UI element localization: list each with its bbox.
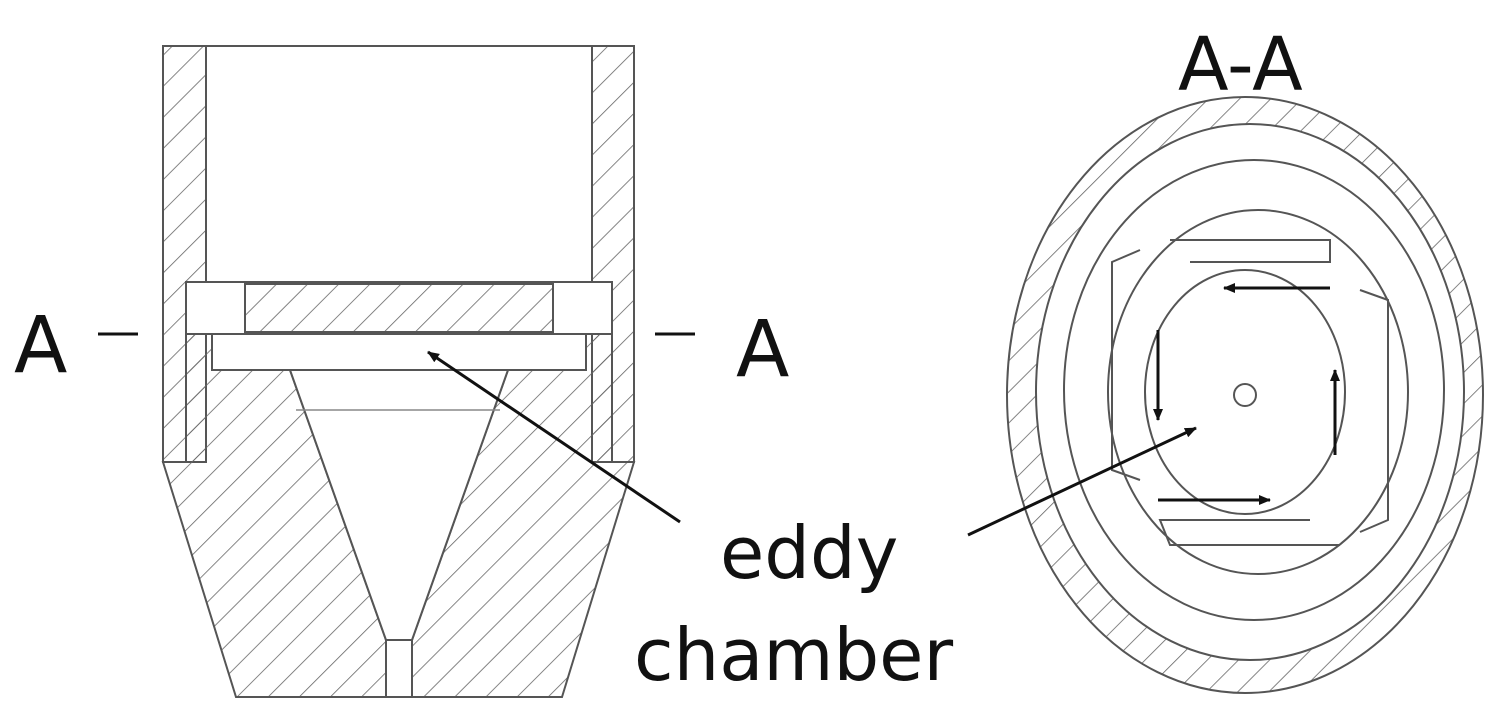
callout-label-line2: chamber [634,613,953,697]
swirl-blade-bottom [1158,519,1340,546]
nozzle-section-view: A A [14,45,789,698]
outer-ring-edge [1006,96,1484,694]
sleeve-wall-left [162,45,207,463]
swirl-blade-top [1170,239,1331,263]
callout-label-line1: eddy [720,511,898,595]
swirl-ring [1107,209,1409,575]
section-label-left: A [14,301,67,391]
swirl-insert-hatch [244,283,554,333]
swirl-blade-right [1359,289,1389,533]
leader-arrow-right [967,426,1197,537]
orifice [385,639,413,698]
center-orifice [1233,383,1257,407]
section-view-title: A-A [1178,22,1303,108]
section-a-a-view: A-A [967,22,1484,694]
eddy-chamber-cavity [211,333,587,371]
channel-ring [1063,159,1445,621]
section-label-right: A [736,305,789,395]
leader-arrow-left [427,350,681,524]
swirl-blade-left [1111,249,1141,481]
